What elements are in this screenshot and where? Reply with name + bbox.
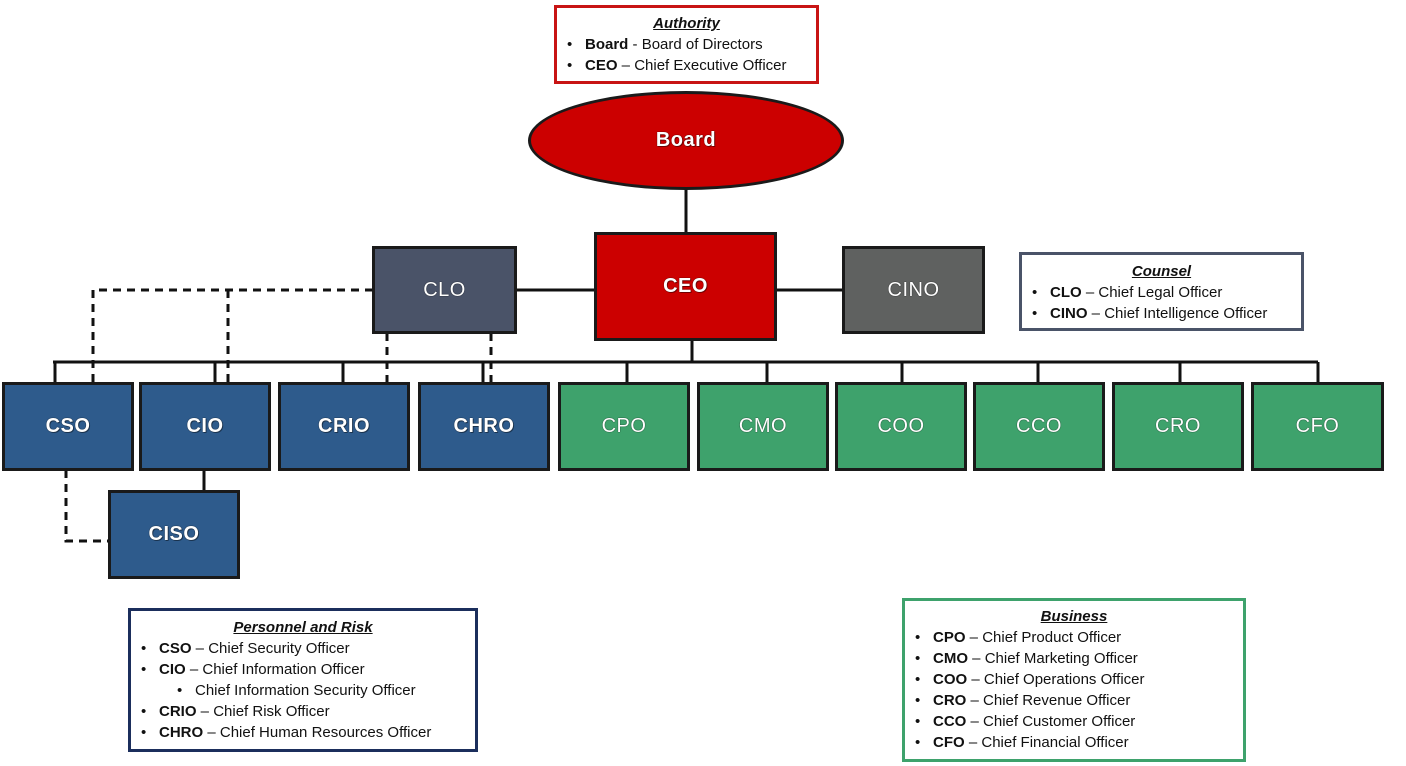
legend-separator: –: [1087, 305, 1105, 322]
legend-title: Counsel: [1131, 263, 1192, 280]
legend-item: Board - Board of Directors: [567, 34, 806, 55]
ciso-node: CISO: [108, 490, 240, 579]
legend-description: Chief Revenue Officer: [983, 692, 1131, 709]
chro-node: CHRO: [418, 382, 550, 471]
clo-node: CLO: [372, 246, 517, 334]
board-node: Board: [528, 91, 844, 190]
legend-abbr: CCO: [933, 713, 967, 730]
legend-business: Business CPO – Chief Product OfficerCMO …: [902, 598, 1246, 762]
legend-personnel-risk: Personnel and Risk CSO – Chief Security …: [128, 608, 478, 752]
legend-abbr: CEO: [585, 57, 618, 74]
legend-abbr: CINO: [1050, 305, 1088, 322]
legend-description: Chief Financial Officer: [981, 734, 1129, 751]
legend-description: Chief Intelligence Officer: [1104, 305, 1268, 322]
cco-node: CCO: [973, 382, 1105, 471]
legend-description: Chief Human Resources Officer: [219, 724, 432, 741]
legend-item: CFO – Chief Financial Officer: [915, 732, 1233, 753]
legend-description: Chief Operations Officer: [983, 671, 1145, 688]
legend-abbr: CPO: [933, 629, 966, 646]
legend-abbr: CFO: [933, 734, 965, 751]
legend-item: CRIO – Chief Risk Officer: [141, 701, 465, 722]
legend-title: Business: [1040, 608, 1108, 625]
cio-node: CIO: [139, 382, 271, 471]
coo-node: COO: [835, 382, 967, 471]
cmo-node: CMO: [697, 382, 829, 471]
legend-item: CMO – Chief Marketing Officer: [915, 648, 1233, 669]
legend-abbr: CRO: [933, 692, 967, 709]
legend-item: CCO – Chief Customer Officer: [915, 711, 1233, 732]
legend-description: Chief Legal Officer: [1098, 284, 1223, 301]
cso-node: CSO: [2, 382, 134, 471]
legend-item: Chief Information Security Officer: [141, 680, 465, 701]
legend-description: Chief Customer Officer: [983, 713, 1136, 730]
legend-separator: –: [617, 57, 635, 74]
legend-item: CHRO – Chief Human Resources Officer: [141, 722, 465, 743]
cpo-node: CPO: [558, 382, 690, 471]
legend-abbr: CRIO: [159, 703, 197, 720]
legend-title: Personnel and Risk: [233, 619, 373, 636]
legend-abbr: CSO: [159, 640, 192, 657]
legend-description: Chief Information Security Officer: [195, 682, 416, 699]
legend-abbr: CHRO: [159, 724, 204, 741]
dotted-cso-ciso: [64, 470, 110, 543]
legend-item: CSO – Chief Security Officer: [141, 638, 465, 659]
dotted-clo-cso: [91, 288, 373, 383]
legend-item: COO – Chief Operations Officer: [915, 669, 1233, 690]
legend-description: Chief Security Officer: [208, 640, 350, 657]
legend-abbr: Board: [585, 36, 629, 53]
legend-separator: –: [964, 734, 982, 751]
legend-item: CEO – Chief Executive Officer: [567, 55, 806, 76]
cino-node: CINO: [842, 246, 985, 334]
legend-title: Authority: [653, 15, 720, 32]
legend-separator: –: [1081, 284, 1099, 301]
legend-description: Chief Product Officer: [982, 629, 1122, 646]
legend-separator: –: [185, 661, 203, 678]
legend-counsel: Counsel CLO – Chief Legal OfficerCINO – …: [1019, 252, 1304, 331]
legend-abbr: CLO: [1050, 284, 1082, 301]
legend-separator: –: [967, 671, 984, 688]
legend-abbr: COO: [933, 671, 968, 688]
legend-item: CPO – Chief Product Officer: [915, 627, 1233, 648]
cfo-node: CFO: [1251, 382, 1384, 471]
crio-node: CRIO: [278, 382, 410, 471]
legend-item: CLO – Chief Legal Officer: [1032, 282, 1291, 303]
legend-authority: Authority Board - Board of DirectorsCEO …: [554, 5, 819, 84]
legend-description: Chief Information Officer: [202, 661, 365, 678]
legend-item: CRO – Chief Revenue Officer: [915, 690, 1233, 711]
legend-separator: –: [203, 724, 220, 741]
legend-separator: –: [196, 703, 214, 720]
legend-separator: –: [191, 640, 209, 657]
legend-separator: -: [628, 36, 642, 53]
legend-separator: –: [965, 629, 983, 646]
legend-description: Chief Risk Officer: [213, 703, 330, 720]
legend-item: CIO – Chief Information Officer: [141, 659, 465, 680]
legend-abbr: CIO: [159, 661, 186, 678]
legend-separator: –: [966, 692, 984, 709]
legend-separator: –: [968, 650, 985, 667]
legend-separator: –: [966, 713, 984, 730]
legend-item: CINO – Chief Intelligence Officer: [1032, 303, 1291, 324]
legend-description: Chief Executive Officer: [634, 57, 787, 74]
cro-node: CRO: [1112, 382, 1244, 471]
ceo-node: CEO: [594, 232, 777, 341]
legend-description: Board of Directors: [641, 36, 763, 53]
legend-description: Chief Marketing Officer: [984, 650, 1138, 667]
legend-abbr: CMO: [933, 650, 968, 667]
